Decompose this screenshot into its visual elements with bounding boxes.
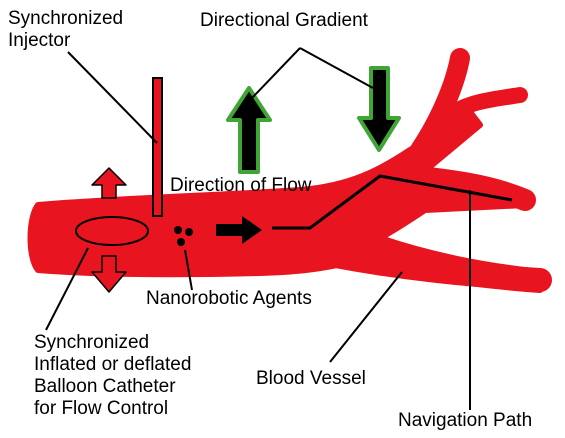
- gradient-up-arrow-icon: [228, 88, 270, 172]
- directional-gradient-label: Directional Gradient: [200, 10, 368, 32]
- agent-dot: [177, 238, 185, 246]
- gradient-down-arrow-icon: [359, 68, 399, 150]
- vessel-leader-line: [330, 272, 402, 362]
- gradient-leader-line-right: [300, 48, 373, 88]
- balloon-up-arrow-icon: [92, 168, 126, 198]
- agent-dot: [185, 228, 193, 236]
- blood-vessel-label: Blood Vessel: [256, 368, 366, 390]
- agent-dot: [174, 226, 182, 234]
- navigation-path-label: Navigation Path: [398, 410, 532, 432]
- gradient-leader-line-left: [252, 48, 300, 98]
- injector-leader-line: [68, 52, 157, 143]
- direction-of-flow-label: Direction of Flow: [170, 175, 312, 197]
- injector-tube: [153, 78, 162, 216]
- injector-label: Synchronized Injector: [8, 8, 123, 52]
- nanorobotic-agents-label: Nanorobotic Agents: [146, 288, 312, 310]
- balloon-catheter-label: Synchronized Inflated or deflated Balloo…: [34, 332, 191, 420]
